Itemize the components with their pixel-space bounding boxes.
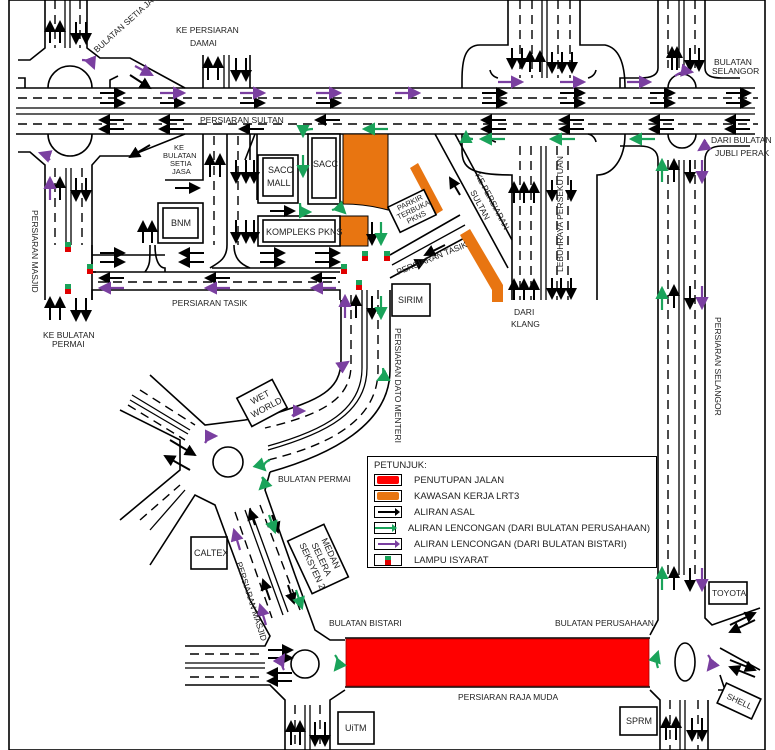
building-uitm bbox=[337, 711, 375, 745]
label-uitm: UiTM bbox=[345, 723, 367, 733]
label-bulatan-selangor-1: BULATAN bbox=[714, 57, 752, 67]
label-persiaran-tasik-west: PERSIARAN TASIK bbox=[172, 298, 248, 308]
black-arrow-icon bbox=[374, 506, 402, 518]
legend-title: PETUNJUK: bbox=[374, 460, 427, 471]
building-caltex bbox=[190, 536, 228, 570]
legend-item-detour-perusahaan: ALIRAN LENCONGAN (DARI BULATAN PERUSAHAA… bbox=[374, 520, 650, 536]
label-sacc-mall-2: MALL bbox=[267, 178, 291, 188]
bulatan-setia-jasa bbox=[18, 0, 186, 300]
detour-bistari-arrows bbox=[37, 55, 721, 672]
label-sacc-mall-1: SACC bbox=[268, 165, 294, 175]
label-ke-bulatan-permai-2: PERMAI bbox=[52, 339, 85, 349]
legend-label: ALIRAN LENCONGAN (DARI BULATAN PERUSAHAA… bbox=[408, 522, 650, 534]
building-shell bbox=[716, 681, 762, 721]
persiaran-tasik-west-road bbox=[91, 244, 345, 300]
lrt3-work-zones bbox=[339, 133, 503, 302]
label-ke-bulatan-setia-jasa-2: BULATAN bbox=[163, 151, 196, 160]
persiaran-selangor-road bbox=[620, 133, 750, 575]
original-flow-arrows bbox=[44, 20, 757, 747]
building-sirim bbox=[391, 283, 431, 317]
label-bulatan-perusahaan: BULATAN PERUSAHAAN bbox=[555, 618, 654, 628]
building-toyota bbox=[708, 581, 748, 605]
road-closure-zone bbox=[345, 638, 650, 687]
label-ke-bulatan-setia-jasa-4: JASA bbox=[172, 167, 191, 176]
lrt3-zone-main bbox=[342, 133, 389, 211]
traffic-signal-icon bbox=[356, 280, 362, 290]
label-ke-bulatan-permai-1: KE BULATAN bbox=[43, 330, 95, 340]
lrt3-zone-klang bbox=[460, 229, 503, 302]
label-bulatan-bistari: BULATAN BISTARI bbox=[329, 618, 402, 628]
legend-label: ALIRAN LENCONGAN (DARI BULATAN BISTARI) bbox=[414, 538, 627, 550]
label-sacc: SACC bbox=[313, 159, 339, 169]
label-persiaran-masjid-south: PERSIARAN MASJID bbox=[234, 561, 269, 643]
building-wet-world bbox=[235, 378, 289, 428]
building-sacc bbox=[307, 133, 341, 205]
label-sprm: SPRM bbox=[626, 716, 652, 726]
label-kompleks-pkns: KOMPLEKS PKNS bbox=[266, 227, 343, 237]
label-ke-persiaran-damai-2: DAMAI bbox=[190, 38, 217, 48]
persiaran-damai-road bbox=[202, 55, 251, 88]
building-bnm bbox=[157, 202, 204, 244]
label-persiaran-raja-muda: PERSIARAN RAJA MUDA bbox=[458, 692, 558, 702]
building-sprm bbox=[619, 706, 658, 736]
label-bulatan-setia-jasa: BULATAN SETIA JASA bbox=[92, 0, 164, 54]
lebuhraya-persekutuan-interchange bbox=[461, 0, 626, 300]
legend-item-original-flow: ALIRAN ASAL bbox=[374, 504, 650, 520]
traffic-signal-icon bbox=[384, 251, 390, 261]
road-closure-swatch bbox=[374, 474, 402, 486]
label-caltex: CALTEX bbox=[194, 548, 228, 558]
lrt3-work-zone-swatch bbox=[374, 490, 402, 502]
legend-item-road-closure: PENUTUPAN JALAN bbox=[374, 472, 650, 488]
label-persiaran-masjid-north: PERSIARAN MASJID bbox=[30, 210, 40, 293]
persiaran-sultan-road bbox=[16, 87, 758, 135]
persiaran-dato-menteri-road bbox=[244, 290, 391, 473]
traffic-signal-icon bbox=[341, 264, 347, 274]
label-persiaran-selangor: PERSIARAN SELANGOR bbox=[713, 317, 723, 416]
legend-panel: PETUNJUK: PENUTUPAN JALAN KAWASAN KERJA … bbox=[367, 456, 657, 568]
purple-arrow-icon bbox=[374, 538, 402, 550]
label-persiaran-sultan: PERSIARAN SULTAN bbox=[200, 115, 284, 125]
label-lebuhraya-persekutuan: LEBUHRAYA PERSEKUTUAN bbox=[555, 156, 565, 272]
legend-item-lrt3-work-zone: KAWASAN KERJA LRT3 bbox=[374, 488, 650, 504]
building-sacc-mall bbox=[257, 154, 299, 204]
legend-label: ALIRAN ASAL bbox=[414, 506, 475, 518]
legend-label: KAWASAN KERJA LRT3 bbox=[414, 490, 520, 502]
legend-label: LAMPU ISYARAT bbox=[414, 554, 489, 566]
label-dari-klang-2: KLANG bbox=[511, 319, 540, 329]
label-ke-persiaran-damai-1: KE PERSIARAN bbox=[176, 25, 239, 35]
green-arrow-icon bbox=[374, 522, 398, 534]
building-medan-selera bbox=[286, 523, 350, 595]
traffic-signal-icon bbox=[87, 264, 93, 274]
label-dari-bulatan-jubli-perak-1: DARI BULATAN bbox=[711, 135, 772, 145]
bulatan-perusahaan bbox=[649, 575, 761, 750]
traffic-signal-icon bbox=[65, 284, 71, 294]
label-bnm: BNM bbox=[171, 218, 191, 228]
label-dari-bulatan-jubli-perak-2: JUBLI PERAK bbox=[715, 148, 770, 158]
label-bulatan-permai: BULATAN PERMAI bbox=[278, 474, 351, 484]
legend-item-detour-bistari: ALIRAN LENCONGAN (DARI BULATAN BISTARI) bbox=[374, 536, 650, 552]
traffic-signal-icon bbox=[362, 251, 368, 261]
bulatan-bistari bbox=[185, 574, 346, 750]
map-frame bbox=[8, 0, 766, 750]
persiaran-raja-muda-road bbox=[345, 637, 650, 688]
building-parkir-terbuka-pkns bbox=[386, 188, 438, 234]
label-dari-klang-1: DARI bbox=[514, 307, 534, 317]
ke-persiaran-sultan-road bbox=[389, 133, 513, 279]
label-toyota: TOYOTA bbox=[712, 588, 746, 598]
building-kompleks-pkns bbox=[257, 215, 341, 247]
label-persiaran-dato-menteri: PERSIARAN DATO MENTERI bbox=[393, 328, 403, 443]
label-ke-bulatan-setia-jasa-1: KE bbox=[174, 143, 184, 152]
traffic-signals bbox=[65, 242, 390, 294]
lrt3-zone-pkns bbox=[339, 215, 369, 247]
legend-label: PENUTUPAN JALAN bbox=[414, 474, 505, 486]
traffic-signal-icon bbox=[65, 242, 71, 252]
label-ke-bulatan-setia-jasa-3: SETIA bbox=[170, 159, 192, 168]
label-bulatan-selangor-2: SELANGOR bbox=[712, 66, 759, 76]
traffic-light-icon bbox=[374, 554, 402, 566]
label-sirim: SIRIM bbox=[398, 295, 423, 305]
lrt3-zone-parkir bbox=[410, 163, 443, 215]
legend-item-traffic-light: LAMPU ISYARAT bbox=[374, 552, 650, 568]
detour-perusahaan-arrows bbox=[252, 122, 669, 672]
